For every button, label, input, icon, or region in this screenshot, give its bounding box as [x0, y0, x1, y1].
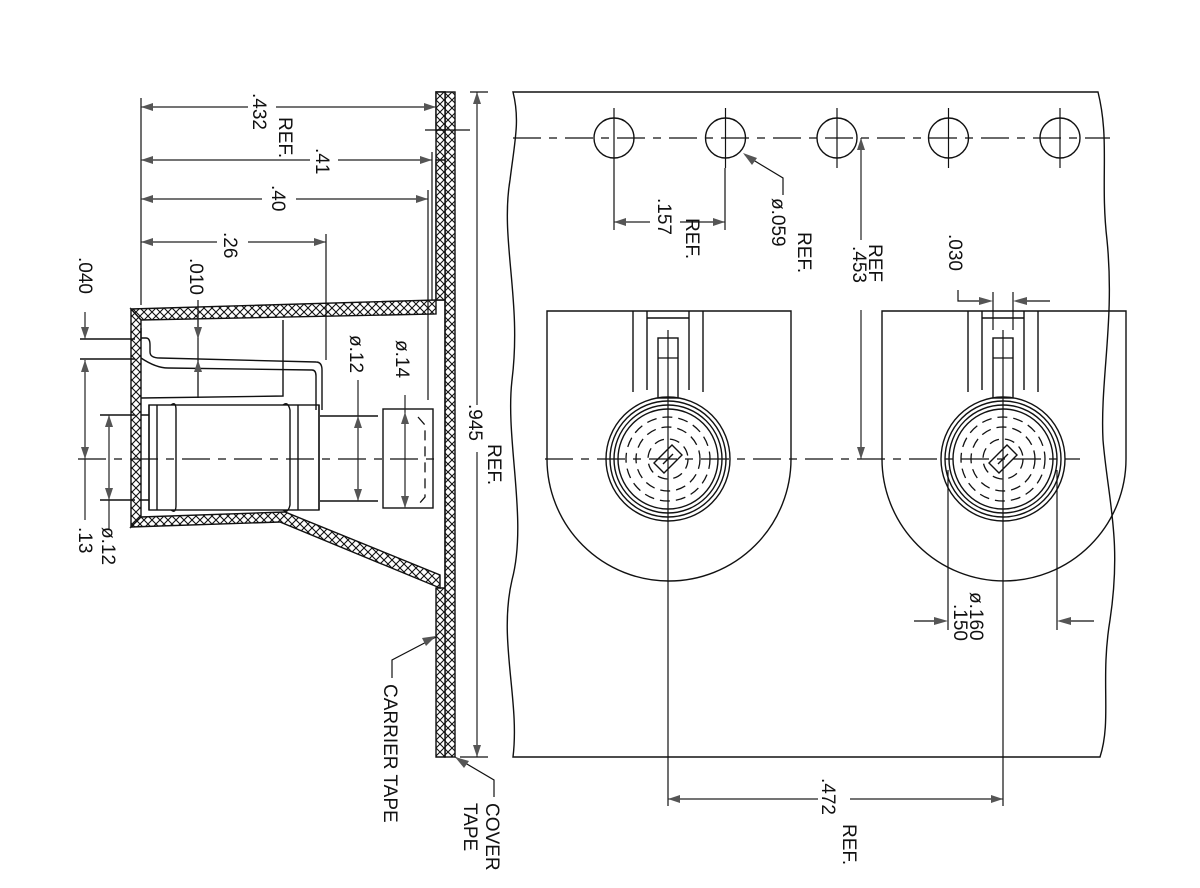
component-lead	[141, 337, 323, 410]
label-945: .945	[464, 404, 485, 441]
label-40: .40	[267, 185, 288, 211]
pocket-wall-bottom	[129, 511, 441, 590]
side-view	[78, 91, 495, 797]
top-view	[506, 91, 1127, 806]
cover-tape	[444, 91, 456, 758]
label-41: .41	[311, 148, 332, 174]
label-432-ref: REF.	[274, 117, 295, 158]
label-dia14: ø.14	[391, 340, 412, 378]
label-13: .13	[74, 527, 95, 553]
label-26: .26	[219, 232, 240, 258]
tape-outline	[506, 91, 1116, 758]
label-472-ref: REF.	[838, 824, 859, 865]
label-010: .010	[185, 258, 206, 295]
pocket	[881, 310, 1127, 582]
hole-dia-leader	[744, 154, 784, 195]
label-059: ø.059	[767, 198, 788, 247]
pocket-outline	[546, 310, 792, 582]
label-472: .472	[817, 778, 838, 815]
top-view-labels: .157 REF. ø.059 REF. .453 REF .030 ø.160…	[653, 198, 986, 865]
pocket-wall-top	[129, 299, 437, 321]
label-157: .157	[653, 198, 674, 235]
pocket-outline	[881, 310, 1127, 582]
cover-tape-label-1: COVER	[481, 803, 502, 871]
label-157-ref: REF.	[681, 218, 702, 259]
cover-tape-label-2: TAPE	[459, 803, 480, 851]
sprocket-holes	[593, 108, 1081, 168]
label-945-ref: REF.	[483, 444, 504, 485]
component-body	[148, 404, 320, 511]
label-030: .030	[944, 234, 965, 271]
label-453: .453	[848, 246, 869, 283]
label-150: .150	[949, 604, 970, 641]
label-160: ø.160	[965, 592, 986, 641]
pocket-wall-left	[130, 307, 142, 529]
pocket	[546, 310, 792, 582]
cover-tape-leader	[454, 756, 495, 797]
carrier-tape-leader	[391, 636, 437, 678]
pockets	[546, 310, 1127, 582]
label-059-ref: REF.	[793, 232, 814, 273]
carrier-tape-label: CARRIER TAPE	[379, 684, 400, 823]
label-dia12-body: ø.12	[345, 335, 366, 373]
side-view-labels: .432 REF. .41 .40 .26 .010 .040 .13 ø.12…	[74, 93, 504, 871]
label-040: .040	[74, 257, 95, 294]
label-dia12-left: ø.12	[97, 527, 118, 565]
label-432: .432	[248, 93, 269, 130]
label-453-ref: REF	[864, 244, 885, 282]
